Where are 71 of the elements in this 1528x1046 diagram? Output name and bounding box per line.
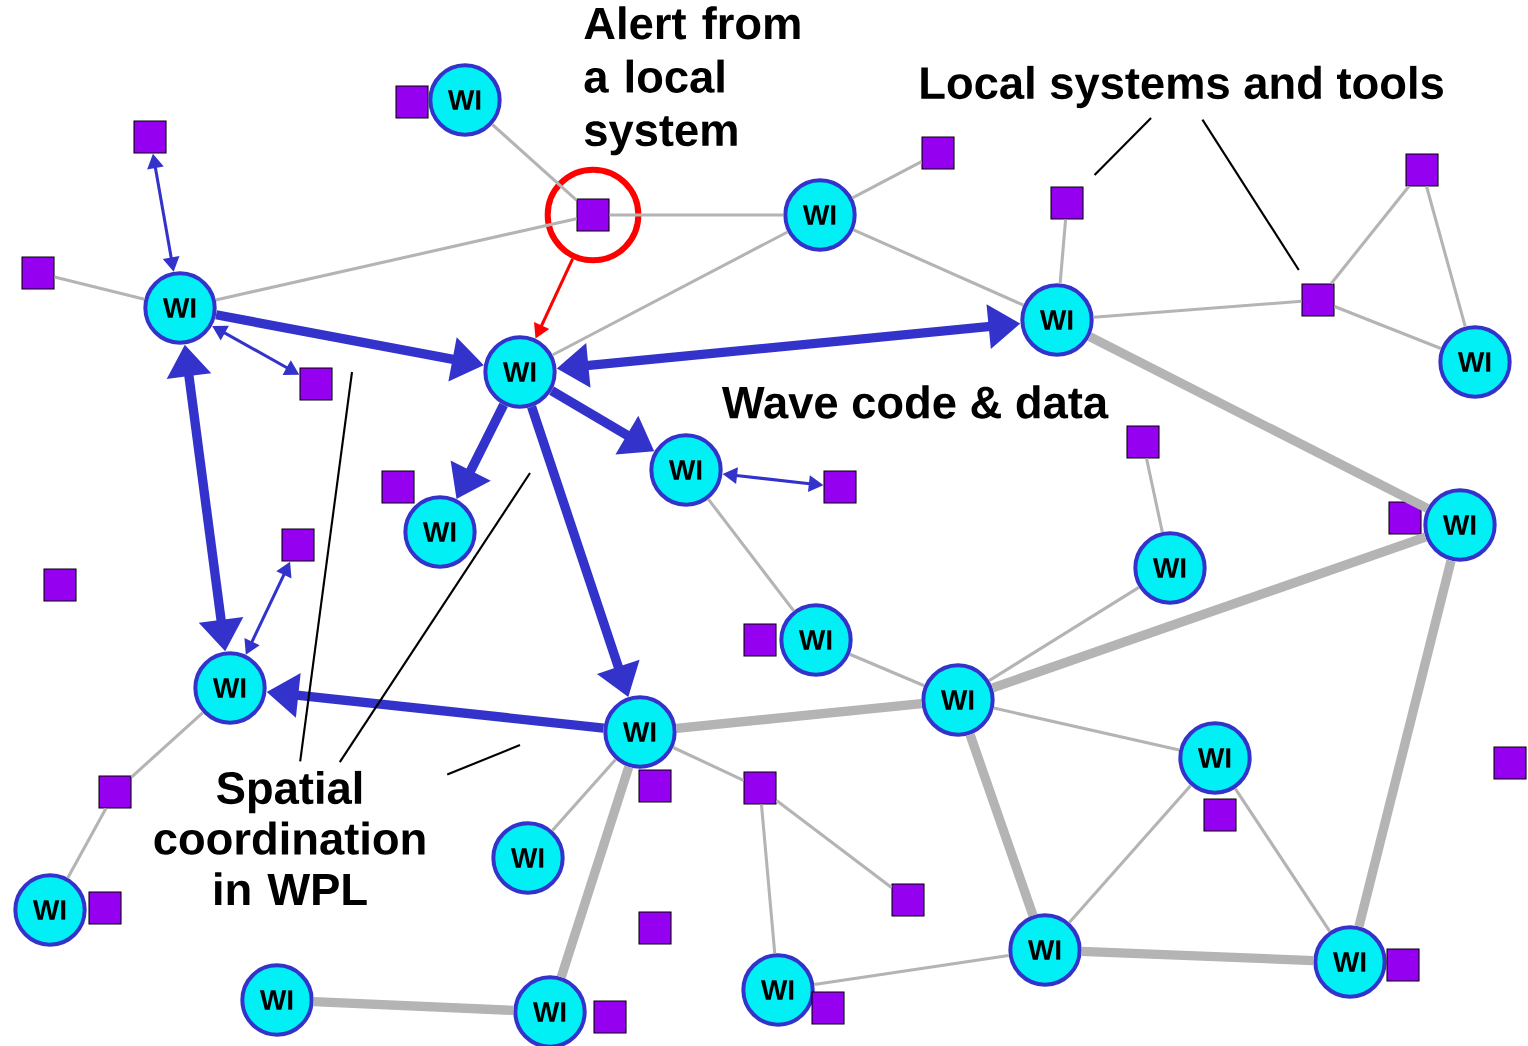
link-line (66, 807, 108, 879)
system-square (823, 470, 857, 504)
link-line (707, 498, 795, 612)
link-line (676, 699, 922, 733)
system-square (576, 198, 610, 232)
callout-text: Alert from a local system (584, 6, 800, 156)
link-line (1081, 946, 1314, 966)
link-line (814, 953, 1009, 987)
leader-line (299, 371, 354, 762)
link-line (849, 652, 925, 688)
system-square (98, 775, 132, 809)
link-line (1425, 186, 1467, 328)
network-label: Wave code & data (721, 385, 1109, 419)
link-line (313, 996, 514, 1016)
system-square (133, 120, 167, 154)
link-line (965, 733, 1038, 917)
link-line (551, 230, 789, 357)
link-line (1093, 299, 1302, 319)
system-square (1386, 948, 1420, 982)
link-line (1087, 332, 1430, 513)
link-line (993, 706, 1180, 752)
callout-text: Local systems and tools (921, 65, 1443, 109)
system-square (1126, 425, 1160, 459)
link-line (1330, 185, 1410, 285)
link-line (1354, 559, 1456, 928)
system-square (811, 991, 845, 1025)
system-square (1301, 283, 1335, 317)
system-square (88, 891, 122, 925)
system-square (381, 470, 415, 504)
link-line (672, 746, 745, 782)
link-line (1068, 784, 1192, 924)
link-line (1058, 219, 1068, 284)
system-square (395, 85, 429, 119)
system-square (638, 911, 672, 945)
link-line (215, 217, 577, 302)
leader-line (1093, 117, 1152, 176)
leader-line (1201, 119, 1300, 271)
system-square (593, 1000, 627, 1034)
callout-text: Spatial coordination in WPL (138, 766, 442, 910)
link-line (130, 711, 204, 779)
link-line (991, 532, 1427, 693)
system-square (1405, 153, 1439, 187)
link-line (491, 123, 578, 202)
link-line (54, 275, 145, 301)
link-line (609, 213, 784, 217)
link-line (775, 799, 893, 889)
link-line (1233, 787, 1332, 933)
link-line (556, 765, 634, 979)
system-square (743, 771, 777, 805)
link-line (852, 228, 1025, 307)
system-square (1203, 798, 1237, 832)
link-line (759, 804, 777, 954)
link-line (1333, 305, 1442, 350)
link-line (851, 160, 923, 200)
system-square (1050, 186, 1084, 220)
system-square (921, 136, 955, 170)
link-line (1145, 458, 1164, 533)
leader-line (338, 472, 531, 763)
system-square (299, 367, 333, 401)
system-square (281, 528, 315, 562)
link-line (988, 586, 1140, 682)
leader-line (446, 744, 521, 776)
system-square (743, 623, 777, 657)
system-square (1493, 746, 1527, 780)
alert-ring (544, 166, 642, 264)
link-line (551, 758, 617, 832)
system-square (21, 256, 55, 290)
system-square (43, 568, 77, 602)
system-square (891, 883, 925, 917)
system-square (1388, 501, 1422, 535)
system-square (638, 769, 672, 803)
